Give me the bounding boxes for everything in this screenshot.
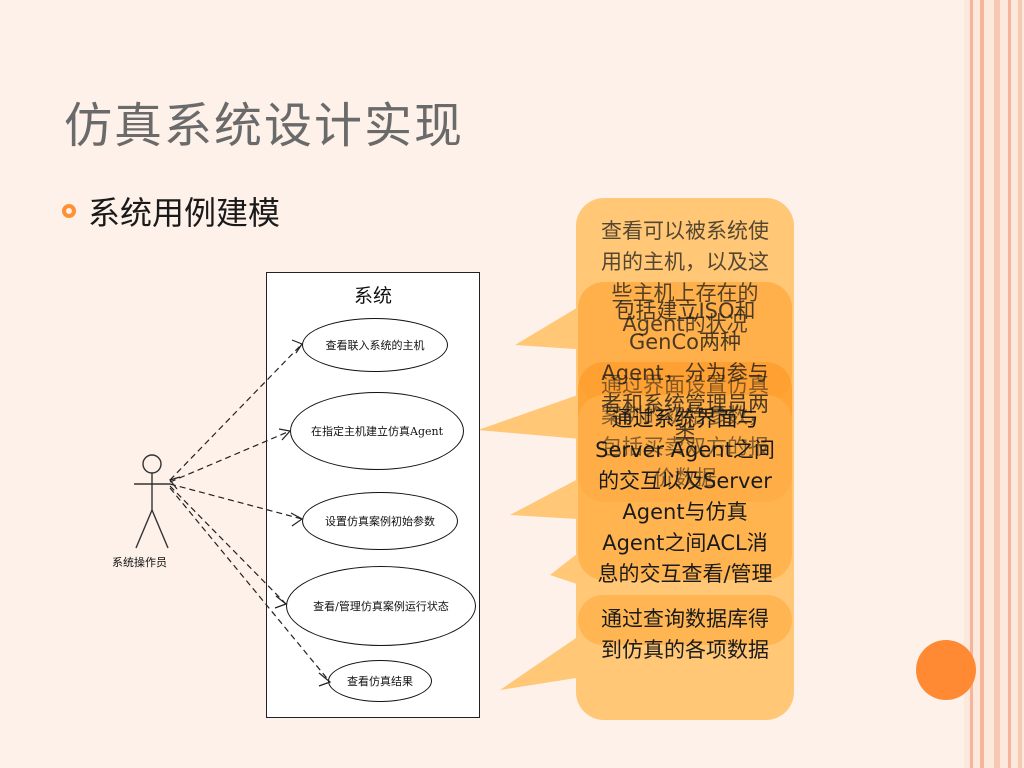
callout-overlay-4: [578, 595, 792, 645]
usecase-view-results: 查看仿真结果: [328, 660, 432, 702]
decorative-stripes: [964, 0, 1024, 768]
callout-text-5: 通过查询数据库得到仿真的各项数据: [601, 607, 769, 662]
actor-label: 系统操作员: [112, 556, 167, 569]
usecase-create-agent: 在指定主机建立仿真Agent: [290, 392, 464, 470]
usecase-set-params: 设置仿真案例初始参数: [302, 492, 458, 550]
bullet-ring-icon: [62, 204, 76, 218]
bullet-text: 系统用例建模: [88, 194, 281, 232]
callout-overlay-3: [578, 395, 792, 580]
callout-text-4: 通过系统界面与Server Agent之间的交互以及Server Agent与仿…: [595, 407, 775, 586]
actor-figure: [134, 454, 170, 549]
usecase-manage-status: 查看/管理仿真案例运行状态: [286, 566, 476, 646]
callout-text-3: 通过界面设置仿真案例的初始参数，包括买卖双方的报价数据: [601, 373, 769, 490]
bullet-item: 系统用例建模: [62, 188, 280, 234]
callout-text-2: 包括建立ISO和GenCo两种Agent，分为参与者和系统管理员两类: [601, 299, 769, 447]
callout-text-1: 查看可以被系统使用的主机，以及这些主机上存在的Agent的状况: [601, 219, 769, 336]
slide-title: 仿真系统设计实现: [64, 98, 465, 154]
decorative-circle: [916, 640, 976, 700]
usecase-view-hosts: 查看联入系统的主机: [302, 318, 448, 372]
system-label: 系统: [353, 285, 392, 307]
